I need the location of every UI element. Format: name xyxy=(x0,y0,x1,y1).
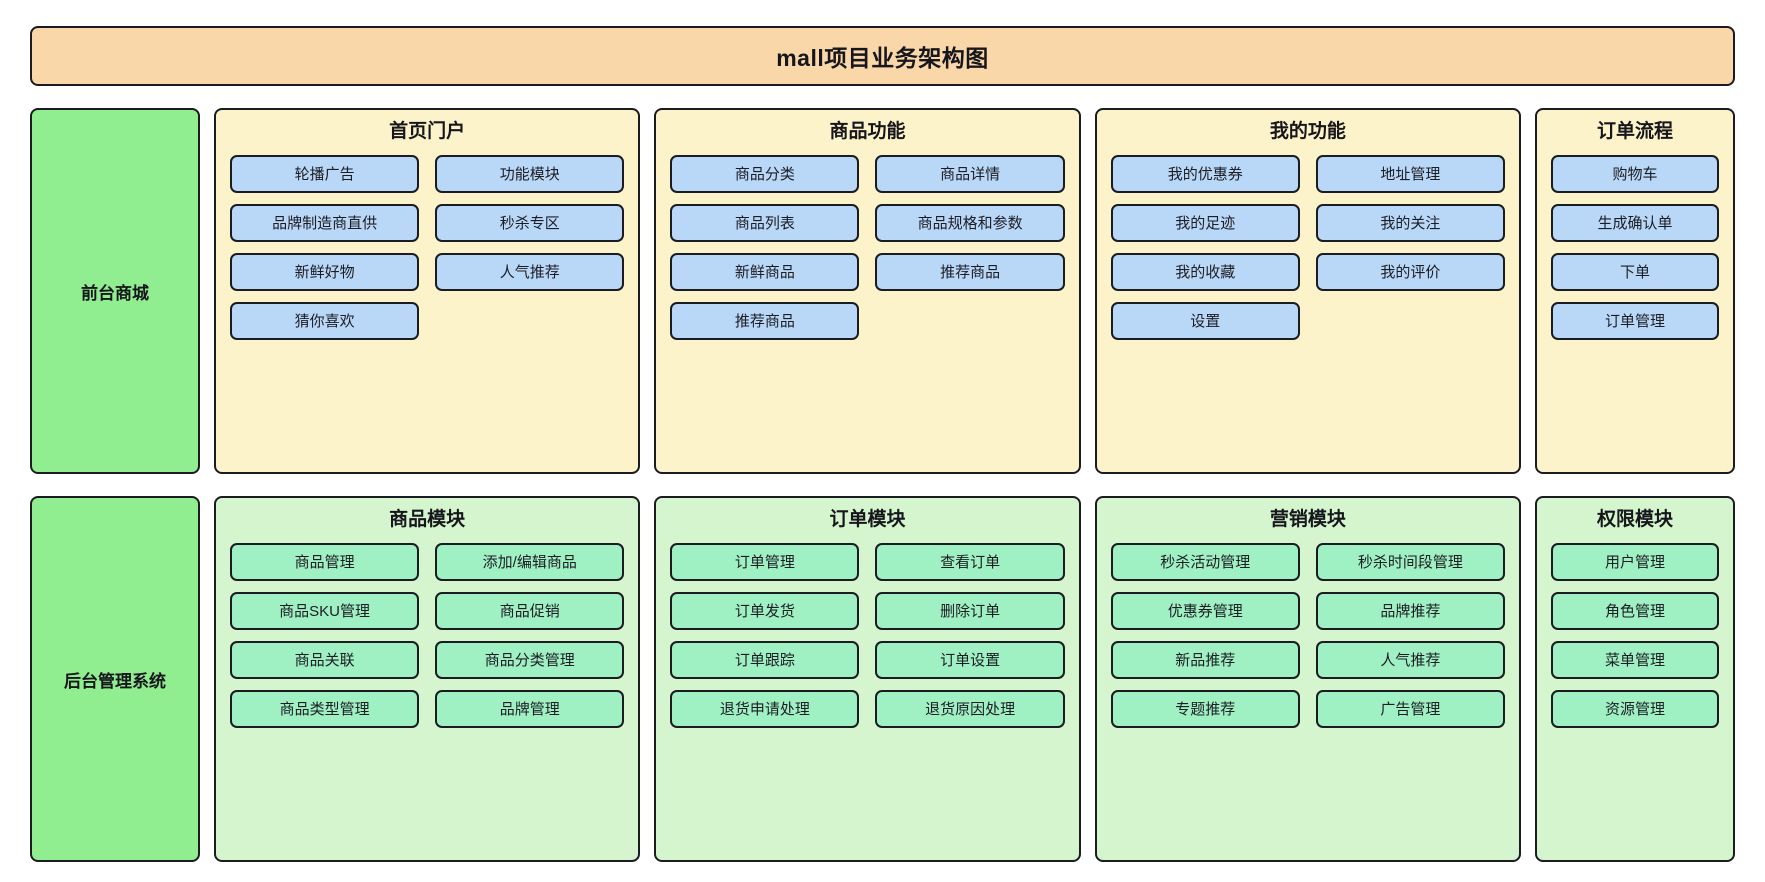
module-group-title: 商品功能 xyxy=(829,121,906,142)
module-item[interactable]: 商品规格和参数 xyxy=(875,203,1065,242)
module-item[interactable]: 订单发货 xyxy=(670,591,860,630)
module-item[interactable]: 用户管理 xyxy=(1550,542,1719,581)
module-item[interactable]: 功能模块 xyxy=(435,154,625,193)
module-group: 订单流程购物车生成确认单下单订单管理 xyxy=(1534,108,1735,474)
module-item[interactable]: 角色管理 xyxy=(1550,591,1719,630)
module-item[interactable]: 我的评价 xyxy=(1315,252,1505,291)
module-item[interactable]: 购物车 xyxy=(1550,154,1719,193)
layer-label[interactable]: 前台商城 xyxy=(30,108,200,474)
module-item[interactable]: 查看订单 xyxy=(875,542,1065,581)
module-item[interactable]: 退货原因处理 xyxy=(875,689,1065,728)
diagram-title: mall项目业务架构图 xyxy=(30,26,1735,86)
module-item[interactable]: 商品类型管理 xyxy=(230,689,420,728)
module-item[interactable]: 品牌推荐 xyxy=(1315,591,1505,630)
module-group: 营销模块秒杀活动管理秒杀时间段管理优惠券管理品牌推荐新品推荐人气推荐专题推荐广告… xyxy=(1094,496,1521,862)
module-group: 订单模块订单管理查看订单订单发货删除订单订单跟踪订单设置退货申请处理退货原因处理 xyxy=(654,496,1081,862)
module-item-list: 轮播广告功能模块品牌制造商直供秒杀专区新鲜好物人气推荐猜你喜欢 xyxy=(230,154,625,340)
module-item[interactable]: 商品关联 xyxy=(230,640,420,679)
module-item[interactable]: 订单管理 xyxy=(1550,301,1719,340)
group-list: 商品模块商品管理添加/编辑商品商品SKU管理商品促销商品关联商品分类管理商品类型… xyxy=(214,496,1735,862)
module-item[interactable]: 商品分类管理 xyxy=(435,640,625,679)
module-item[interactable]: 推荐商品 xyxy=(875,252,1065,291)
module-item[interactable]: 推荐商品 xyxy=(670,301,860,340)
module-item[interactable]: 生成确认单 xyxy=(1550,203,1719,242)
module-item[interactable]: 秒杀活动管理 xyxy=(1110,542,1300,581)
module-group: 首页门户轮播广告功能模块品牌制造商直供秒杀专区新鲜好物人气推荐猜你喜欢 xyxy=(214,108,641,474)
module-item[interactable]: 删除订单 xyxy=(875,591,1065,630)
module-item[interactable]: 商品促销 xyxy=(435,591,625,630)
module-group-title: 订单流程 xyxy=(1596,121,1673,142)
module-item[interactable]: 商品详情 xyxy=(875,154,1065,193)
module-item-list: 秒杀活动管理秒杀时间段管理优惠券管理品牌推荐新品推荐人气推荐专题推荐广告管理 xyxy=(1110,542,1505,728)
layer-row: 后台管理系统商品模块商品管理添加/编辑商品商品SKU管理商品促销商品关联商品分类… xyxy=(30,496,1735,862)
diagram-rows: 前台商城首页门户轮播广告功能模块品牌制造商直供秒杀专区新鲜好物人气推荐猜你喜欢商… xyxy=(30,86,1735,862)
module-item[interactable]: 人气推荐 xyxy=(435,252,625,291)
module-item[interactable]: 我的优惠券 xyxy=(1110,154,1300,193)
module-group: 商品功能商品分类商品详情商品列表商品规格和参数新鲜商品推荐商品推荐商品 xyxy=(654,108,1081,474)
layer-label[interactable]: 后台管理系统 xyxy=(30,496,200,862)
module-item-list: 用户管理角色管理菜单管理资源管理 xyxy=(1550,542,1719,728)
module-item[interactable]: 我的收藏 xyxy=(1110,252,1300,291)
module-item[interactable]: 猜你喜欢 xyxy=(230,301,420,340)
module-group-title: 我的功能 xyxy=(1269,121,1346,142)
module-group-title: 订单模块 xyxy=(829,509,906,530)
module-item-list: 商品管理添加/编辑商品商品SKU管理商品促销商品关联商品分类管理商品类型管理品牌… xyxy=(230,542,625,728)
module-item[interactable]: 新鲜商品 xyxy=(670,252,860,291)
module-item[interactable]: 优惠券管理 xyxy=(1110,591,1300,630)
module-group: 权限模块用户管理角色管理菜单管理资源管理 xyxy=(1534,496,1735,862)
module-item[interactable]: 添加/编辑商品 xyxy=(435,542,625,581)
module-item[interactable]: 新鲜好物 xyxy=(230,252,420,291)
module-item[interactable]: 秒杀时间段管理 xyxy=(1315,542,1505,581)
module-group-title: 营销模块 xyxy=(1269,509,1346,530)
module-item[interactable]: 商品分类 xyxy=(670,154,860,193)
module-group-title: 首页门户 xyxy=(389,121,466,142)
module-item[interactable]: 资源管理 xyxy=(1550,689,1719,728)
module-item[interactable]: 我的足迹 xyxy=(1110,203,1300,242)
module-item-list: 我的优惠券地址管理我的足迹我的关注我的收藏我的评价设置 xyxy=(1110,154,1505,340)
group-list: 首页门户轮播广告功能模块品牌制造商直供秒杀专区新鲜好物人气推荐猜你喜欢商品功能商… xyxy=(214,108,1735,474)
module-group: 我的功能我的优惠券地址管理我的足迹我的关注我的收藏我的评价设置 xyxy=(1094,108,1521,474)
module-item[interactable]: 地址管理 xyxy=(1315,154,1505,193)
module-item[interactable]: 订单跟踪 xyxy=(670,640,860,679)
module-item[interactable]: 订单设置 xyxy=(875,640,1065,679)
module-item[interactable]: 设置 xyxy=(1110,301,1300,340)
module-item[interactable]: 商品列表 xyxy=(670,203,860,242)
module-item[interactable]: 广告管理 xyxy=(1315,689,1505,728)
module-item[interactable]: 新品推荐 xyxy=(1110,640,1300,679)
module-item[interactable]: 下单 xyxy=(1550,252,1719,291)
module-item[interactable]: 轮播广告 xyxy=(230,154,420,193)
module-item[interactable]: 订单管理 xyxy=(670,542,860,581)
module-item[interactable]: 我的关注 xyxy=(1315,203,1505,242)
module-group-title: 权限模块 xyxy=(1596,509,1673,530)
module-item[interactable]: 商品管理 xyxy=(230,542,420,581)
module-item[interactable]: 商品SKU管理 xyxy=(230,591,420,630)
module-item[interactable]: 菜单管理 xyxy=(1550,640,1719,679)
module-item-list: 购物车生成确认单下单订单管理 xyxy=(1550,154,1719,340)
module-group-title: 商品模块 xyxy=(389,509,466,530)
module-item-list: 订单管理查看订单订单发货删除订单订单跟踪订单设置退货申请处理退货原因处理 xyxy=(670,542,1065,728)
layer-row: 前台商城首页门户轮播广告功能模块品牌制造商直供秒杀专区新鲜好物人气推荐猜你喜欢商… xyxy=(30,108,1735,474)
module-group: 商品模块商品管理添加/编辑商品商品SKU管理商品促销商品关联商品分类管理商品类型… xyxy=(214,496,641,862)
module-item[interactable]: 秒杀专区 xyxy=(435,203,625,242)
module-item[interactable]: 退货申请处理 xyxy=(670,689,860,728)
module-item[interactable]: 品牌制造商直供 xyxy=(230,203,420,242)
module-item[interactable]: 专题推荐 xyxy=(1110,689,1300,728)
module-item[interactable]: 人气推荐 xyxy=(1315,640,1505,679)
module-item[interactable]: 品牌管理 xyxy=(435,689,625,728)
module-item-list: 商品分类商品详情商品列表商品规格和参数新鲜商品推荐商品推荐商品 xyxy=(670,154,1065,340)
